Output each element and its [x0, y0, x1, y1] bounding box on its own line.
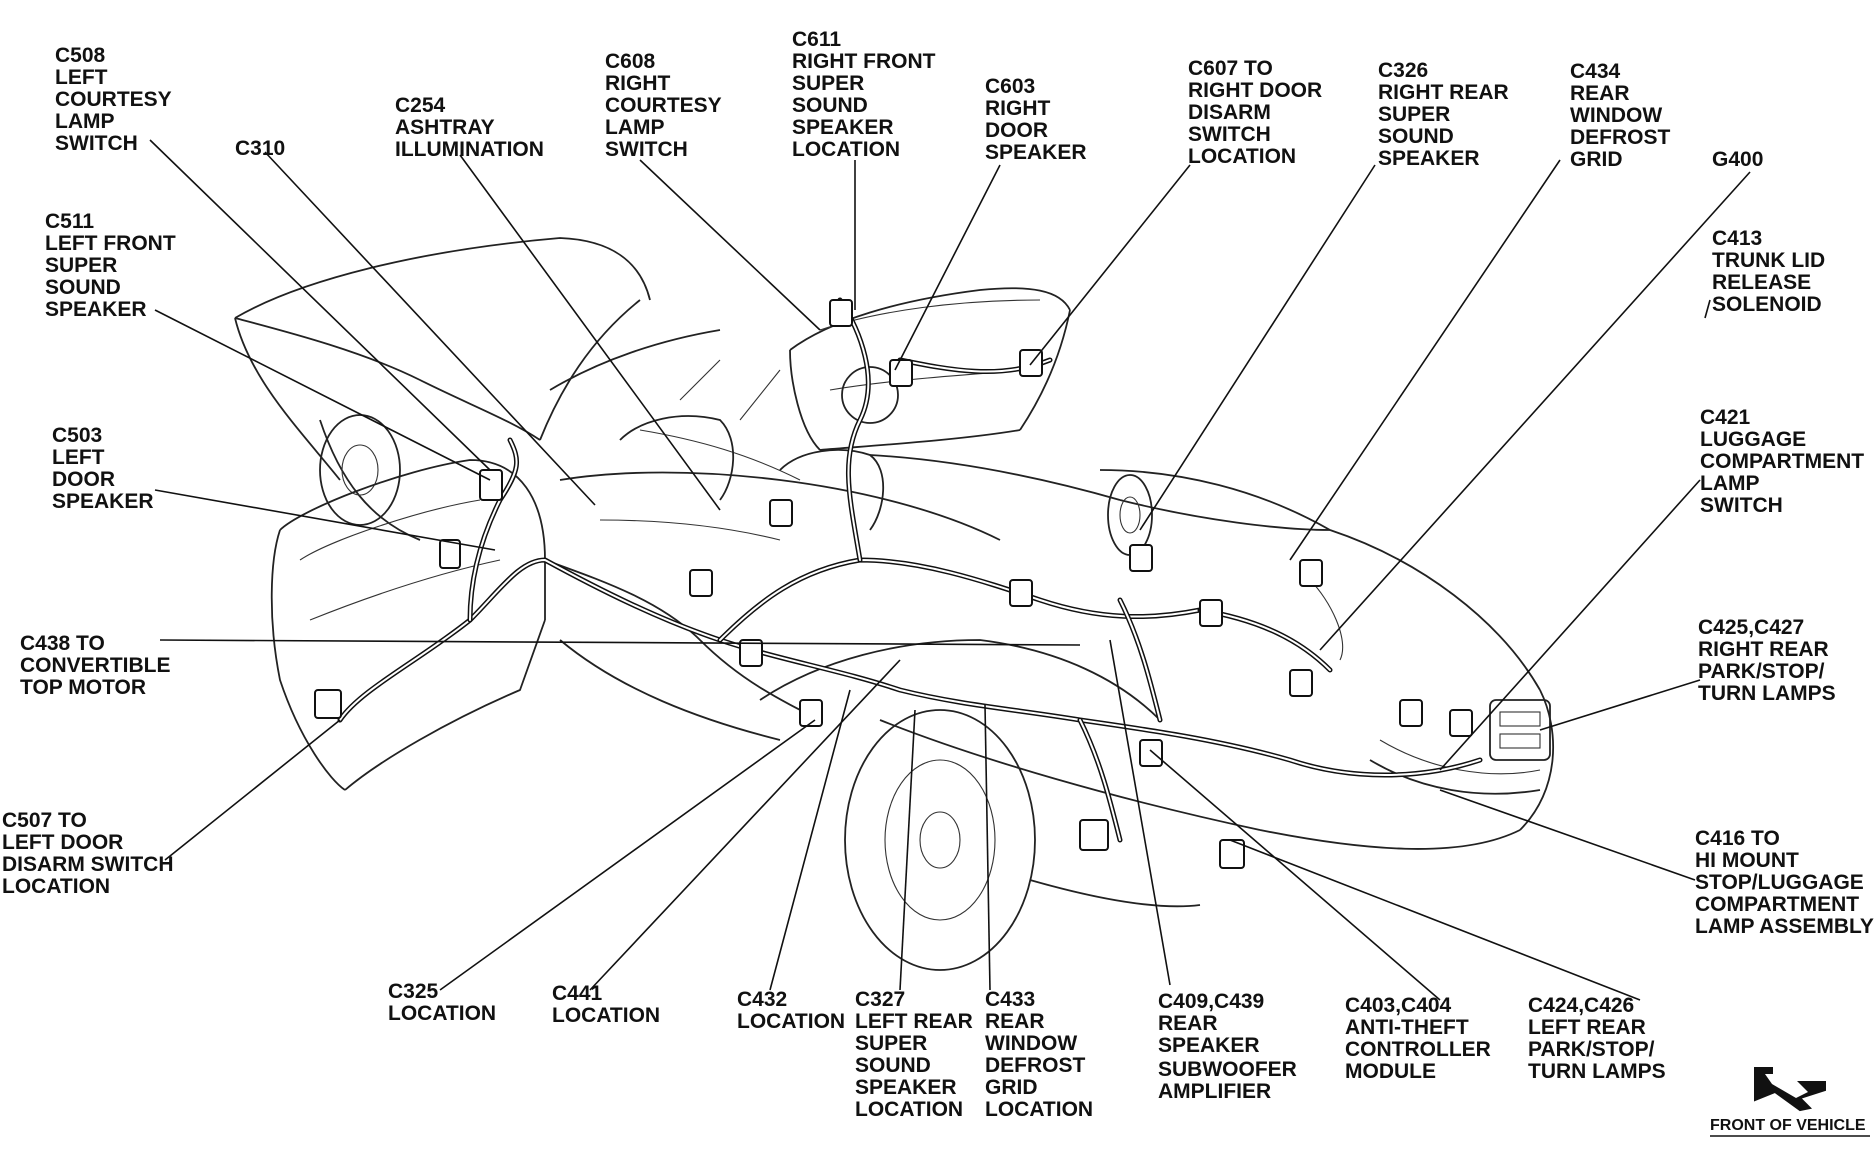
callout-c611: C611 RIGHT FRONT SUPER SOUND SPEAKER LOC…: [792, 28, 941, 161]
callout-c608: C608 RIGHT COURTESY LAMP SWITCH: [605, 50, 727, 161]
car-body: [234, 237, 1554, 971]
callout-c511: C511 LEFT FRONT SUPER SOUND SPEAKER: [45, 210, 182, 321]
callout-c424: C424,C426 LEFT REAR PARK/STOP/ TURN LAMP…: [1528, 994, 1666, 1083]
callout-c254: C254 ASHTRAY ILLUMINATION: [395, 94, 544, 161]
front-of-vehicle-indicator: FRONT OF VEHICLE: [1710, 1067, 1870, 1137]
callout-c508: C508 LEFT COURTESY LAMP SWITCH: [55, 44, 177, 155]
callout-c416: C416 TO HI MOUNT STOP/LUGGAGE COMPARTMEN…: [1695, 827, 1874, 938]
callout-c433: C433 REAR WINDOW DEFROST GRID LOCATION: [985, 988, 1093, 1121]
callout-c403: C403,C404 ANTI-THEFT CONTROLLER MODULE: [1345, 994, 1497, 1083]
callout-c603: C603 RIGHT DOOR SPEAKER: [985, 75, 1087, 164]
leader-lines: [149, 139, 1751, 1001]
callout-c421: C421 LUGGAGE COMPARTMENT LAMP SWITCH: [1700, 406, 1870, 517]
callout-c503: C503 LEFT DOOR SPEAKER: [52, 424, 154, 513]
callout-c607: C607 TO RIGHT DOOR DISARM SWITCH LOCATIO…: [1188, 57, 1328, 168]
callout-c507: C507 TO LEFT DOOR DISARM SWITCH LOCATION: [2, 809, 179, 898]
front-of-vehicle-label: FRONT OF VEHICLE: [1710, 1117, 1866, 1134]
callout-c409: C409,C439 REAR SPEAKER SUBWOOFER AMPLIFI…: [1158, 990, 1303, 1103]
callout-labels: C508 LEFT COURTESY LAMP SWITCH C310 C254…: [2, 28, 1874, 1121]
callout-c310: C310: [235, 137, 285, 160]
callout-c413: C413 TRUNK LID RELEASE SOLENOID: [1712, 227, 1831, 316]
callout-c434: C434 REAR WINDOW DEFROST GRID: [1570, 60, 1676, 171]
front-arrow-icon: [1754, 1067, 1826, 1112]
callout-c425: C425,C427 RIGHT REAR PARK/STOP/ TURN LAM…: [1698, 616, 1836, 705]
callout-g400: G400: [1712, 148, 1763, 171]
callout-c438: C438 TO CONVERTIBLE TOP MOTOR: [20, 632, 176, 699]
callout-c441: C441 LOCATION: [552, 982, 660, 1027]
callout-c325: C325 LOCATION: [388, 980, 496, 1025]
callout-c326: C326 RIGHT REAR SUPER SOUND SPEAKER: [1378, 59, 1515, 170]
wiring-harness: [314, 297, 1483, 869]
callout-c432: C432 LOCATION: [737, 988, 845, 1033]
callout-c327: C327 LEFT REAR SUPER SOUND SPEAKER LOCAT…: [855, 988, 979, 1121]
